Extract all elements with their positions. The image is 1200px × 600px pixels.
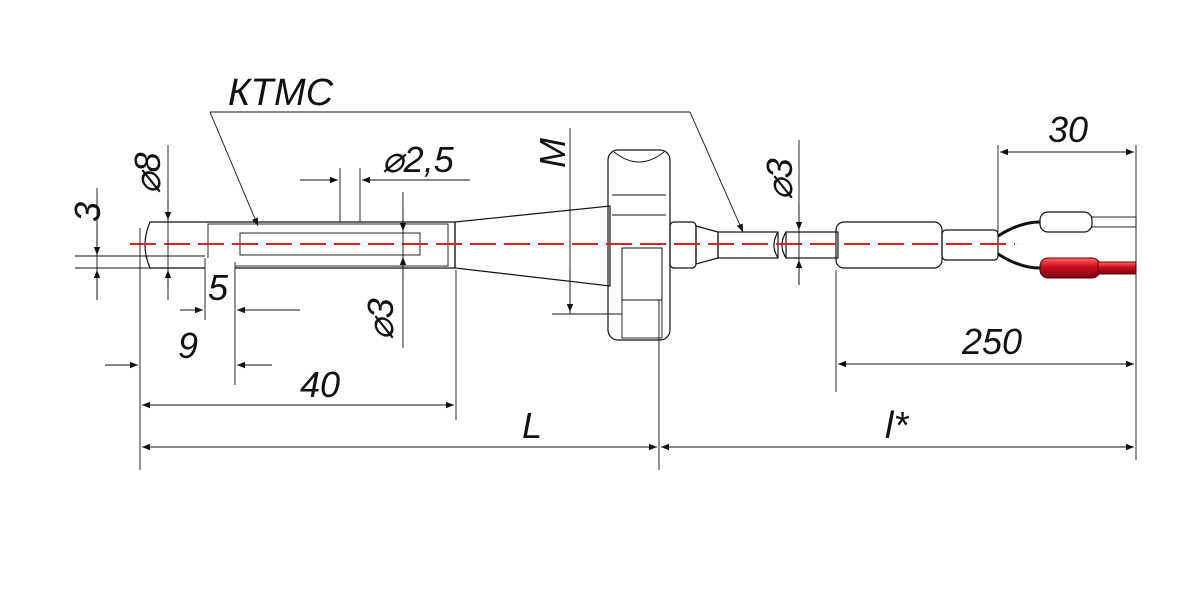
nut-section-hatch	[621, 247, 663, 339]
dim-3-label: 3	[67, 202, 108, 222]
dim-30-label: 30	[1048, 109, 1088, 150]
terminal-grey	[1039, 211, 1137, 233]
material-leaders	[209, 111, 744, 233]
dim-l	[661, 145, 1137, 460]
material-label: КТМС	[228, 72, 334, 114]
dim-250-label: 250	[961, 321, 1022, 362]
dia-2-5-label: ⌀2,5	[382, 139, 455, 180]
dim-40-label: 40	[300, 364, 340, 405]
wire-red-lead	[997, 252, 1041, 270]
dim-l-label: l*	[885, 405, 909, 447]
dim-9	[105, 228, 272, 470]
dim-L-label: L	[522, 405, 542, 446]
dim-40	[142, 270, 457, 420]
dia-8-label: ⌀8	[127, 152, 168, 194]
dim-5-label: 5	[208, 267, 229, 308]
probe-body	[144, 149, 1137, 341]
terminal-red	[1039, 257, 1137, 279]
dim-thread-m	[552, 128, 622, 315]
dim-250	[835, 270, 1134, 392]
dia-3-right-label: ⌀3	[759, 158, 800, 200]
dim-9-label: 9	[178, 325, 198, 366]
dim-L	[142, 300, 660, 470]
dim-30	[997, 145, 1134, 232]
dim-5	[180, 258, 300, 385]
dia-3-left-label: ⌀3	[360, 298, 401, 340]
probe-sheath	[144, 221, 456, 269]
tip-step	[205, 258, 235, 272]
conical-transition	[454, 205, 611, 287]
thread-label: M	[532, 138, 573, 168]
wire-black	[997, 220, 1041, 238]
dim-dia-2-5	[300, 168, 470, 222]
